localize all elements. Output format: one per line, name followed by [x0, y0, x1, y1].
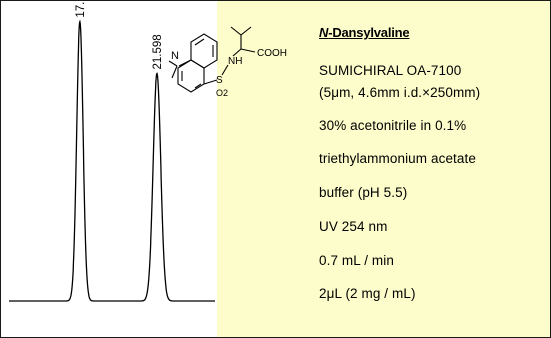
compound-title-prefix: N — [319, 25, 329, 40]
chromatogram: 17.744 21.598 — [9, 1, 215, 302]
peak-label-2: 21.598 — [152, 34, 164, 69]
structure-label-cooh: COOH — [257, 48, 287, 59]
condition-injection: 2μL (2 mg / mL) — [319, 286, 416, 301]
compound-title-name: -Dansylvaline — [328, 25, 410, 40]
condition-detection: UV 254 nm — [319, 219, 388, 234]
condition-column-dim: (5μm, 4.6mm i.d.×250mm) — [319, 85, 481, 100]
condition-mobile-phase-1: 30% acetonitrile in 0.1% — [319, 118, 467, 133]
chemical-structure: N COOH NH S O2 — [168, 26, 287, 98]
condition-column: SUMICHIRAL OA-7100 — [319, 63, 462, 78]
structure-label-s: S — [216, 75, 223, 86]
structure-label-nh: NH — [228, 56, 242, 67]
compound-title: N-Dansylvaline — [319, 25, 410, 40]
condition-mobile-phase-3: buffer (pH 5.5) — [319, 185, 408, 200]
conditions-panel — [217, 1, 550, 337]
structure-label-o2: O2 — [216, 88, 228, 98]
structure-label-n-methyl: N — [171, 50, 179, 62]
condition-flow-rate: 0.7 mL / min — [319, 253, 394, 268]
peak-labels: 17.744 21.598 — [75, 1, 164, 69]
chromatogram-trace — [9, 19, 215, 302]
peak-label-1: 17.744 — [75, 1, 87, 18]
condition-mobile-phase-2: triethylammonium acetate — [319, 151, 476, 166]
